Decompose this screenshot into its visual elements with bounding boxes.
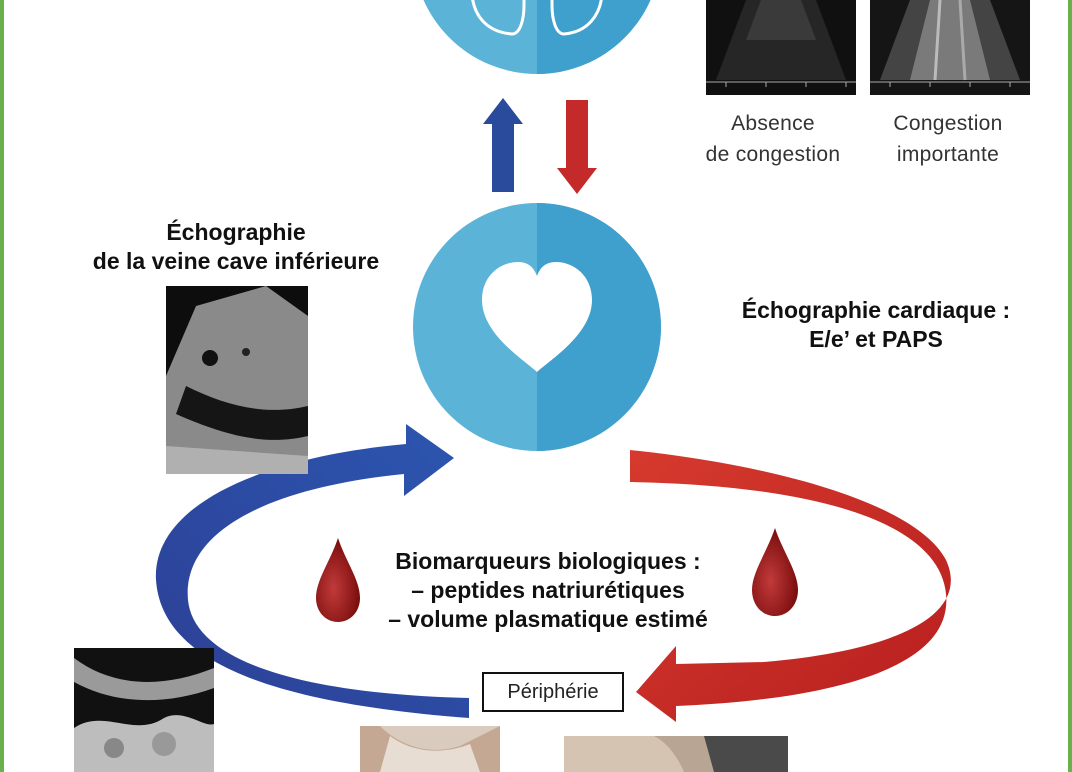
cardiac-title-line2: E/e’ et PAPS	[809, 326, 943, 352]
arrow-down-red	[557, 100, 597, 194]
blood-drop-icon	[752, 528, 798, 616]
label-congestion-line1: Congestion	[893, 112, 1003, 135]
heart-icon	[482, 262, 592, 372]
arrow-up-blue	[483, 98, 523, 192]
periphery-box: Périphérie	[482, 672, 624, 712]
heart-circle	[413, 203, 661, 451]
cardiac-title: Échographie cardiaque : E/e’ et PAPS	[704, 296, 1048, 354]
arrow-circulation-red	[630, 450, 951, 722]
label-congestion: Congestion importante	[870, 108, 1026, 170]
label-no-congestion: Absence de congestion	[688, 108, 858, 170]
ivc-ultrasound-image	[166, 286, 308, 474]
diagram-graphics	[155, 0, 951, 722]
cardiac-title-line1: Échographie cardiaque :	[741, 297, 1011, 323]
lung-ultrasound-no-congestion	[706, 0, 856, 95]
arrow-circulation-blue	[155, 424, 469, 718]
ivc-title-line1: Échographie	[166, 219, 306, 245]
periphery-label: Périphérie	[507, 681, 599, 703]
ivc-title-line2: de la veine cave inférieure	[92, 248, 380, 274]
lung-ultrasound-congestion	[870, 0, 1030, 95]
biomarkers-line1: Biomarqueurs biologiques :	[395, 548, 701, 574]
ivc-title: Échographie de la veine cave inférieure	[50, 218, 422, 276]
photo-legs-right	[564, 736, 788, 772]
blood-drop-icon	[316, 538, 360, 622]
lungs-circle	[423, 0, 651, 74]
photo-legs-left	[360, 726, 500, 772]
biomarkers-line2: – peptides natriurétiques	[411, 577, 685, 603]
biomarkers-text: Biomarqueurs biologiques : – peptides na…	[360, 547, 736, 634]
label-no-congestion-line2: de congestion	[705, 143, 841, 166]
lungs-icon	[471, 0, 603, 36]
peripheral-ultrasound-image	[74, 648, 214, 772]
biomarkers-line3: – volume plasmatique estimé	[388, 606, 708, 632]
label-no-congestion-line1: Absence	[731, 112, 815, 135]
label-congestion-line2: importante	[896, 143, 1000, 166]
